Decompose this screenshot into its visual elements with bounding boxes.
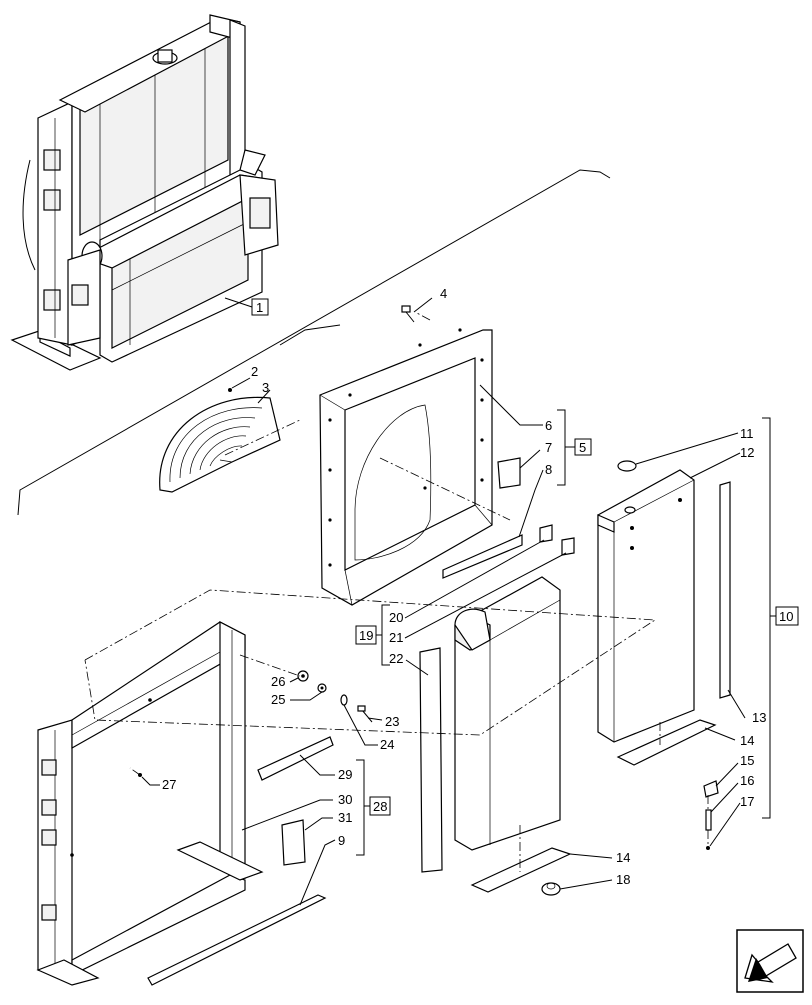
callout-labels: 1 2 3 4 5 6 7 8 9 10 11 12 13 14 15 16 1… [162,286,793,887]
callout-box-19 [355,625,377,645]
callout-30: 30 [338,792,352,807]
callout-31: 31 [338,810,352,825]
fan-guard [159,396,281,493]
foam-strip-part-22 [419,647,443,873]
callout-box-1 [251,298,269,316]
callout-12: 12 [740,445,754,460]
callout-14-right: 14 [740,733,754,748]
nut-part-25 [317,683,327,693]
callout-11: 11 [740,426,754,441]
bolt-part-4 [401,305,415,323]
washer-part-17 [706,846,710,850]
assembly-alignment-lines [84,311,709,872]
seal-strip-part-13 [719,481,731,699]
callout-16: 16 [740,773,754,788]
callout-28: 28 [373,799,387,814]
grommet-part-18 [541,882,561,896]
seal-strip-part-8 [442,534,523,579]
callout-27: 27 [162,777,176,792]
side-deflector-assembly [454,576,561,851]
callout-13: 13 [752,710,766,725]
callout-box-5 [574,438,592,456]
callout-box-28 [369,796,391,816]
callout-9: 9 [338,833,345,848]
callout-6: 6 [545,418,552,433]
cooling-package-assembly [10,14,279,371]
callout-19: 19 [359,628,373,643]
screw-part-2 [228,388,232,392]
washer-part-24 [340,694,348,706]
callout-18: 18 [616,872,630,887]
bottom-seal-part-14-right [616,719,717,766]
washer-part-26 [297,670,309,682]
seal-strip-part-9 [147,894,327,986]
section-divider-line [17,169,611,516]
clip-part-15 [703,780,719,798]
support-frame-part-30 [36,621,264,986]
callout-7: 7 [545,440,552,455]
callout-14-front: 14 [616,850,630,865]
callout-17: 17 [740,794,754,809]
callout-26: 26 [271,674,285,689]
callout-10: 10 [779,609,793,624]
callout-20: 20 [389,610,403,625]
bolt-part-23 [357,705,373,723]
callout-box-10 [775,606,799,626]
cap-part-11 [617,460,637,472]
arrow-down-left-icon[interactable] [736,929,804,993]
callout-29: 29 [338,767,352,782]
seal-pads-part-20-21 [539,524,575,556]
fan-shroud [319,328,493,606]
callout-4: 4 [440,286,447,301]
callout-3: 3 [262,380,269,395]
pin-part-16 [705,809,712,831]
callout-25: 25 [271,692,285,707]
callout-2: 2 [251,364,258,379]
callout-22: 22 [389,651,403,666]
callout-21: 21 [389,630,403,645]
callout-5: 5 [579,440,586,455]
callout-15: 15 [740,753,754,768]
foam-pad-part-31 [281,819,306,866]
callout-8: 8 [545,462,552,477]
callout-1: 1 [256,300,263,315]
callout-24: 24 [380,737,394,752]
leader-lines [141,297,776,906]
callout-23: 23 [385,714,399,729]
side-panel-part-12 [597,469,695,743]
seal-strip-part-29 [257,736,334,781]
foam-pad-part-7 [497,457,521,489]
